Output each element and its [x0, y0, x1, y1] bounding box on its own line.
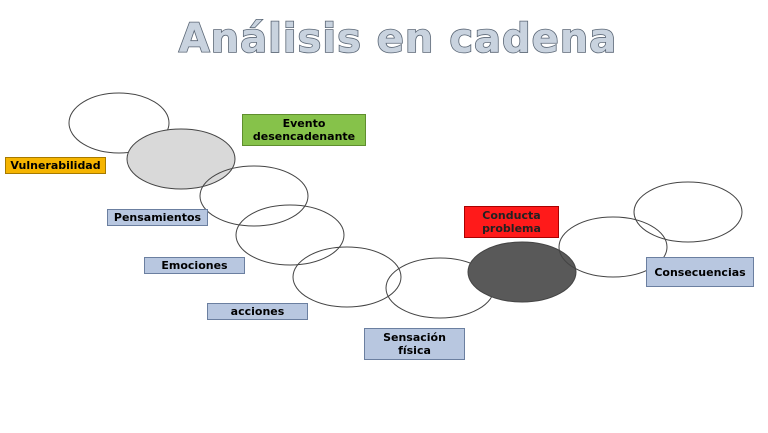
chain-ring-emotions [292, 246, 402, 308]
label-trigger-event: Evento desencadenante [242, 114, 366, 146]
diagram-title: Análisis en cadena [179, 16, 618, 62]
label-emotions: Emociones [144, 257, 245, 274]
label-actions: acciones [207, 303, 308, 320]
label-vulnerability: Vulnerabilidad [5, 157, 106, 174]
label-problem-behavior: Conducta problema [464, 206, 559, 238]
chain-ring-consequence-2 [633, 181, 743, 243]
chain-ring-consequence-1 [558, 216, 668, 278]
label-thoughts: Pensamientos [107, 209, 208, 226]
chain-ring-vulnerability [126, 128, 236, 190]
chain-ring-event [199, 165, 309, 227]
label-consequences: Consecuencias [646, 257, 754, 287]
chain-ring-problem [467, 241, 577, 303]
chain-ring-thoughts [235, 204, 345, 266]
label-physical-sensation: Sensación física [364, 328, 465, 360]
